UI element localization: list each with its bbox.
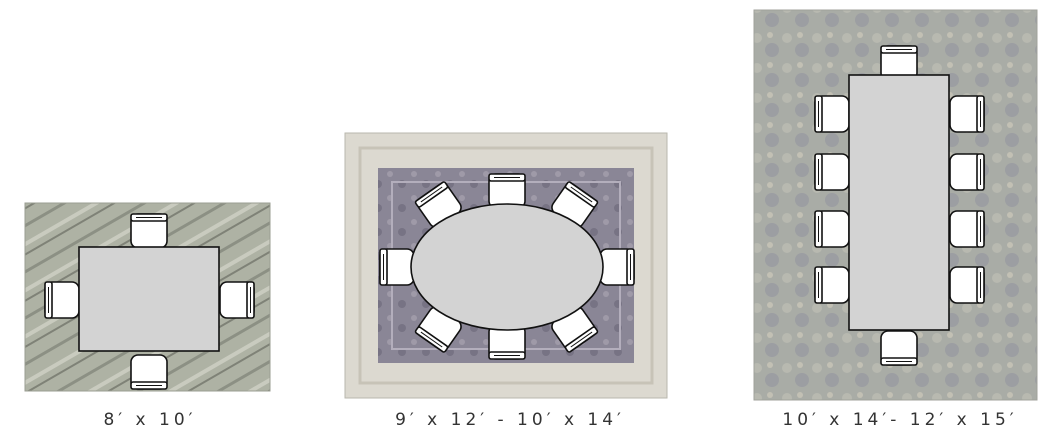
chair bbox=[131, 214, 167, 248]
chair bbox=[950, 211, 984, 247]
chair bbox=[815, 96, 849, 132]
chair bbox=[131, 355, 167, 389]
size-label-8x10: 8′ x 10′ bbox=[40, 410, 260, 430]
chair bbox=[881, 331, 917, 365]
size-label-10x14-12x15: 10′ x 14′- 12′ x 15′ bbox=[745, 410, 1046, 430]
table-rectangle bbox=[849, 75, 949, 330]
table-oval bbox=[411, 204, 603, 330]
layout-8x10 bbox=[25, 203, 270, 391]
chair bbox=[600, 249, 634, 285]
layout-10x14-12x15 bbox=[754, 10, 1037, 400]
layout-9x12-10x14 bbox=[345, 133, 667, 398]
chair bbox=[815, 154, 849, 190]
chair bbox=[380, 249, 414, 285]
table-rectangle bbox=[79, 247, 219, 351]
chair bbox=[220, 282, 254, 318]
chair bbox=[815, 267, 849, 303]
size-label-9x12-10x14: 9′ x 12′ - 10′ x 14′ bbox=[345, 410, 675, 430]
chair bbox=[950, 96, 984, 132]
chair bbox=[950, 267, 984, 303]
chair bbox=[45, 282, 79, 318]
chair bbox=[489, 174, 525, 208]
chair bbox=[950, 154, 984, 190]
chair bbox=[815, 211, 849, 247]
